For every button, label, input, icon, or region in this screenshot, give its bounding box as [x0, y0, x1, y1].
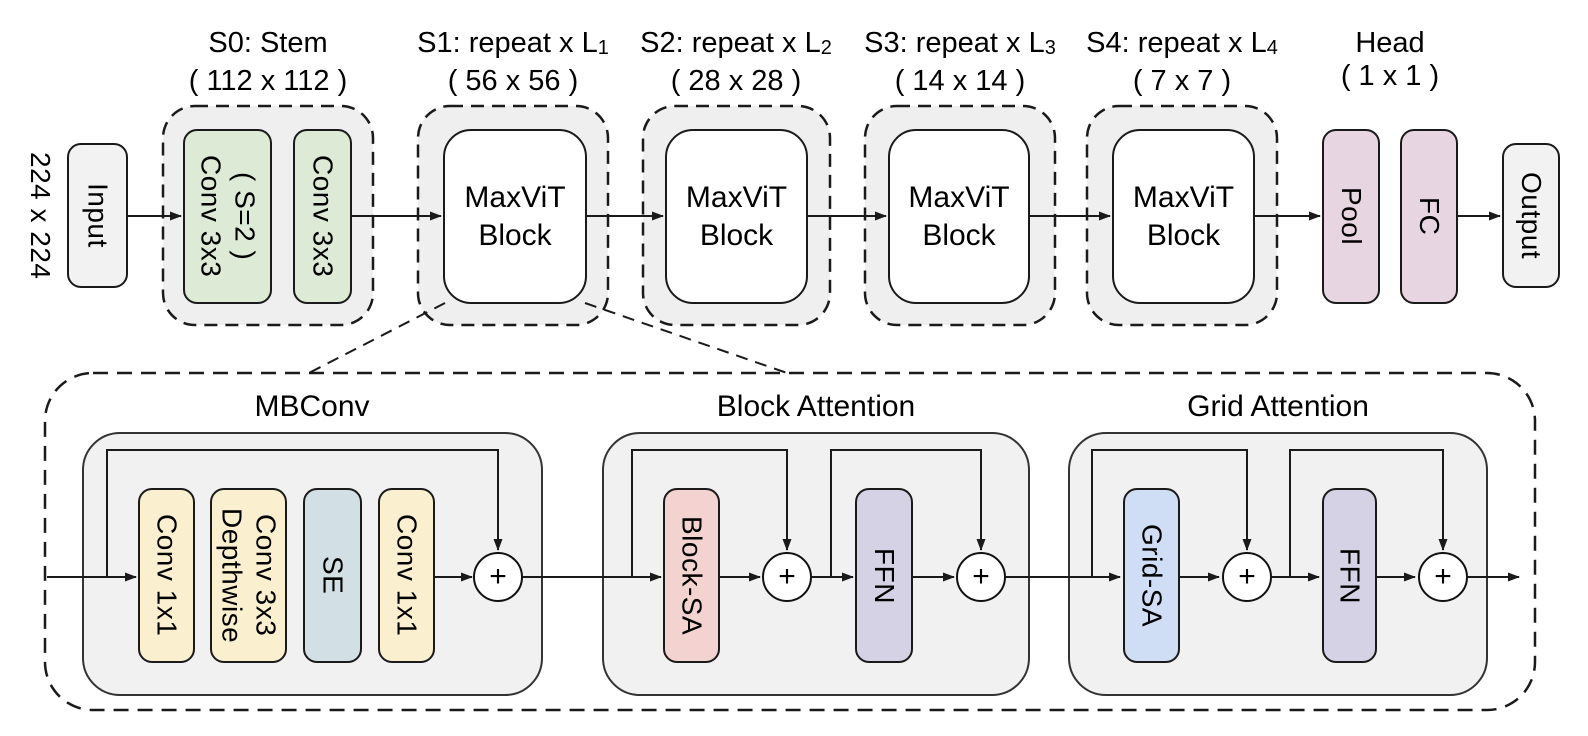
- input-size-text: 224 x 224: [25, 151, 56, 280]
- expansion-line-right: [584, 302, 791, 375]
- grid-attention-add2-node: +: [1418, 552, 1468, 602]
- stage-s1-label: S1: repeat x L1 ( 56 x 56 ): [393, 27, 633, 98]
- head-label: Head ( 1 x 1 ): [1290, 27, 1490, 93]
- input-size-label: 224 x 224: [18, 143, 62, 288]
- plus-sign: +: [1434, 560, 1452, 593]
- plus-sign: +: [778, 560, 796, 593]
- stage-s4-size: ( 7 x 7 ): [1132, 65, 1232, 97]
- maxvit-block-s4: MaxViT Block: [1112, 129, 1255, 304]
- stage-s3-label: S3: repeat x L3 ( 14 x 14 ): [840, 27, 1080, 98]
- expansion-line-left: [306, 302, 446, 375]
- stage-s1-title: S1: repeat x L1: [417, 27, 609, 59]
- mbconv-conv1x1-a-block: Conv 1x1: [138, 488, 195, 663]
- stem-conv2-block: Conv 3x3: [293, 129, 352, 304]
- stage-s1-size: ( 56 x 56 ): [447, 65, 579, 97]
- stage-s2-size: ( 28 x 28 ): [670, 65, 802, 97]
- mbconv-add-node: +: [473, 552, 523, 602]
- head-size: ( 1 x 1 ): [1340, 60, 1440, 92]
- mbconv-se-block: SE: [303, 488, 362, 663]
- plus-sign: +: [489, 560, 507, 593]
- expansion-dashed-lines: [306, 302, 791, 375]
- grid-attention-title: Grid Attention: [1187, 390, 1369, 423]
- stage-s0-size: ( 112 x 112 ): [188, 65, 348, 97]
- stage-s0-label: S0: Stem ( 112 x 112 ): [148, 27, 388, 98]
- stage-s3-size: ( 14 x 14 ): [894, 65, 1026, 97]
- head-title: Head: [1355, 27, 1425, 59]
- stage-s2-label: S2: repeat x L2 ( 28 x 28 ): [616, 27, 856, 98]
- output-block: Output: [1502, 143, 1560, 288]
- grid-attention-ffn-block: FFN: [1322, 488, 1377, 663]
- block-attention-ffn-block: FFN: [855, 488, 913, 663]
- grid-attention-add1-node: +: [1222, 552, 1272, 602]
- stem-conv1-block: Conv 3x3 ( S=2 ): [183, 129, 272, 304]
- plus-sign: +: [972, 560, 990, 593]
- fc-block: FC: [1400, 129, 1458, 304]
- maxvit-block-s1: MaxViT Block: [443, 129, 587, 304]
- mbconv-depthwise-block: Depthwise Conv 3x3: [210, 488, 287, 663]
- block-attention-add2-node: +: [956, 552, 1006, 602]
- mbconv-conv1x1-b-block: Conv 1x1: [378, 488, 435, 663]
- stage-s4-title: S4: repeat x L4: [1086, 27, 1278, 59]
- pool-block: Pool: [1322, 129, 1380, 304]
- maxvit-block-s2: MaxViT Block: [665, 129, 808, 304]
- stage-s3-title: S3: repeat x L3: [864, 27, 1056, 59]
- mbconv-title: MBConv: [254, 390, 370, 423]
- plus-sign: +: [1238, 560, 1256, 593]
- grid-sa-block: Grid-SA: [1123, 488, 1180, 663]
- block-attention-title: Block Attention: [716, 390, 916, 423]
- stage-s0-title: S0: Stem: [208, 27, 328, 59]
- block-sa-block: Block-SA: [663, 488, 720, 663]
- stage-s2-title: S2: repeat x L2: [640, 27, 832, 59]
- stage-s4-label: S4: repeat x L4 ( 7 x 7 ): [1062, 27, 1302, 98]
- maxvit-block-s3: MaxViT Block: [888, 129, 1030, 304]
- block-attention-add1-node: +: [762, 552, 812, 602]
- input-block: Input: [67, 143, 128, 288]
